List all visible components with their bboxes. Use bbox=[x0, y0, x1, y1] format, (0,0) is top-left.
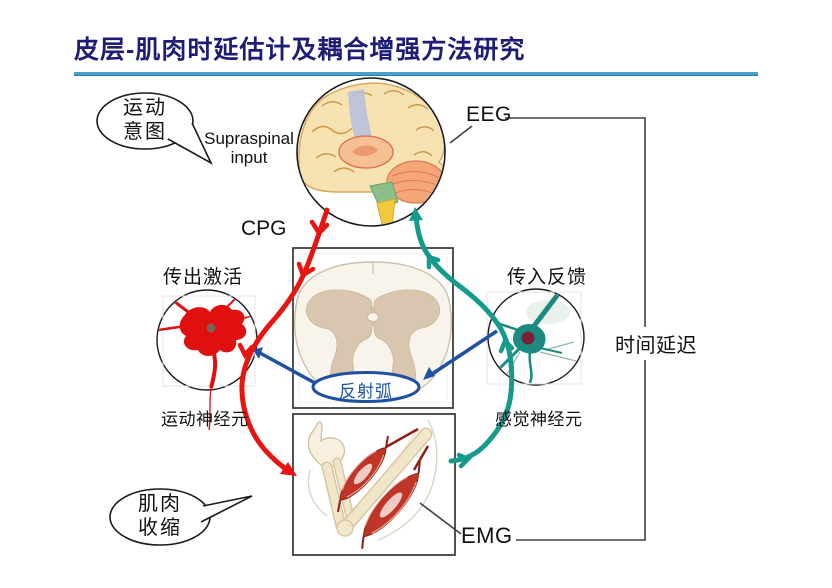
brain-illustration bbox=[298, 82, 444, 225]
motor-neuron-circle bbox=[156, 289, 258, 431]
reflex-arc-label: 反射弧 bbox=[339, 382, 393, 401]
reflex-arc-ellipse bbox=[311, 371, 421, 403]
motor-intent-bubble bbox=[96, 92, 213, 165]
efferent-arrow bbox=[237, 207, 330, 476]
page-title: 皮层-肌肉时延估计及耦合增强方法研究 bbox=[74, 36, 526, 64]
afferent-arrow bbox=[409, 207, 515, 469]
motor-intent-bubble-text: 运动 意图 bbox=[123, 96, 167, 144]
muscle-contraction-bubble-text: 肌肉 收缩 bbox=[138, 492, 182, 540]
brain-circle bbox=[296, 77, 446, 227]
time-delay-label: 时间延迟 bbox=[612, 327, 700, 360]
muscle-contraction-bubble bbox=[109, 488, 253, 546]
spinal-cord-illustration bbox=[293, 261, 453, 402]
efferent-activation-label: 传出激活 bbox=[163, 267, 244, 288]
supraspinal-line1: Supraspinal bbox=[204, 129, 294, 148]
muscle-contraction-line1: 肌肉 bbox=[138, 493, 182, 515]
muscle-contraction-line2: 收缩 bbox=[138, 517, 182, 539]
sensory-neuron-label: 感觉神经元 bbox=[495, 410, 583, 429]
reflex-arrows bbox=[253, 329, 498, 385]
arm-muscle-illustration bbox=[307, 419, 438, 549]
supraspinal-line2: input bbox=[230, 148, 268, 167]
sensory-neuron-illustration bbox=[493, 290, 581, 384]
eeg-label: EEG bbox=[466, 103, 512, 126]
motor-intent-line1: 运动 bbox=[123, 97, 167, 119]
supraspinal-input-label: Supraspinal input bbox=[196, 129, 302, 167]
title-underline bbox=[74, 72, 758, 76]
cpg-label: CPG bbox=[241, 217, 287, 240]
emg-pointer-line bbox=[419, 502, 462, 535]
motor-neuron-label: 运动神经元 bbox=[161, 410, 249, 429]
motor-intent-line2: 意图 bbox=[123, 121, 167, 143]
motor-neuron-illustration bbox=[158, 291, 256, 389]
sensory-neuron-circle bbox=[486, 288, 585, 386]
afferent-feedback-label: 传入反馈 bbox=[507, 267, 588, 288]
emg-label: EMG bbox=[461, 523, 513, 548]
eeg-pointer-line bbox=[449, 125, 473, 144]
muscle-box bbox=[292, 413, 456, 556]
